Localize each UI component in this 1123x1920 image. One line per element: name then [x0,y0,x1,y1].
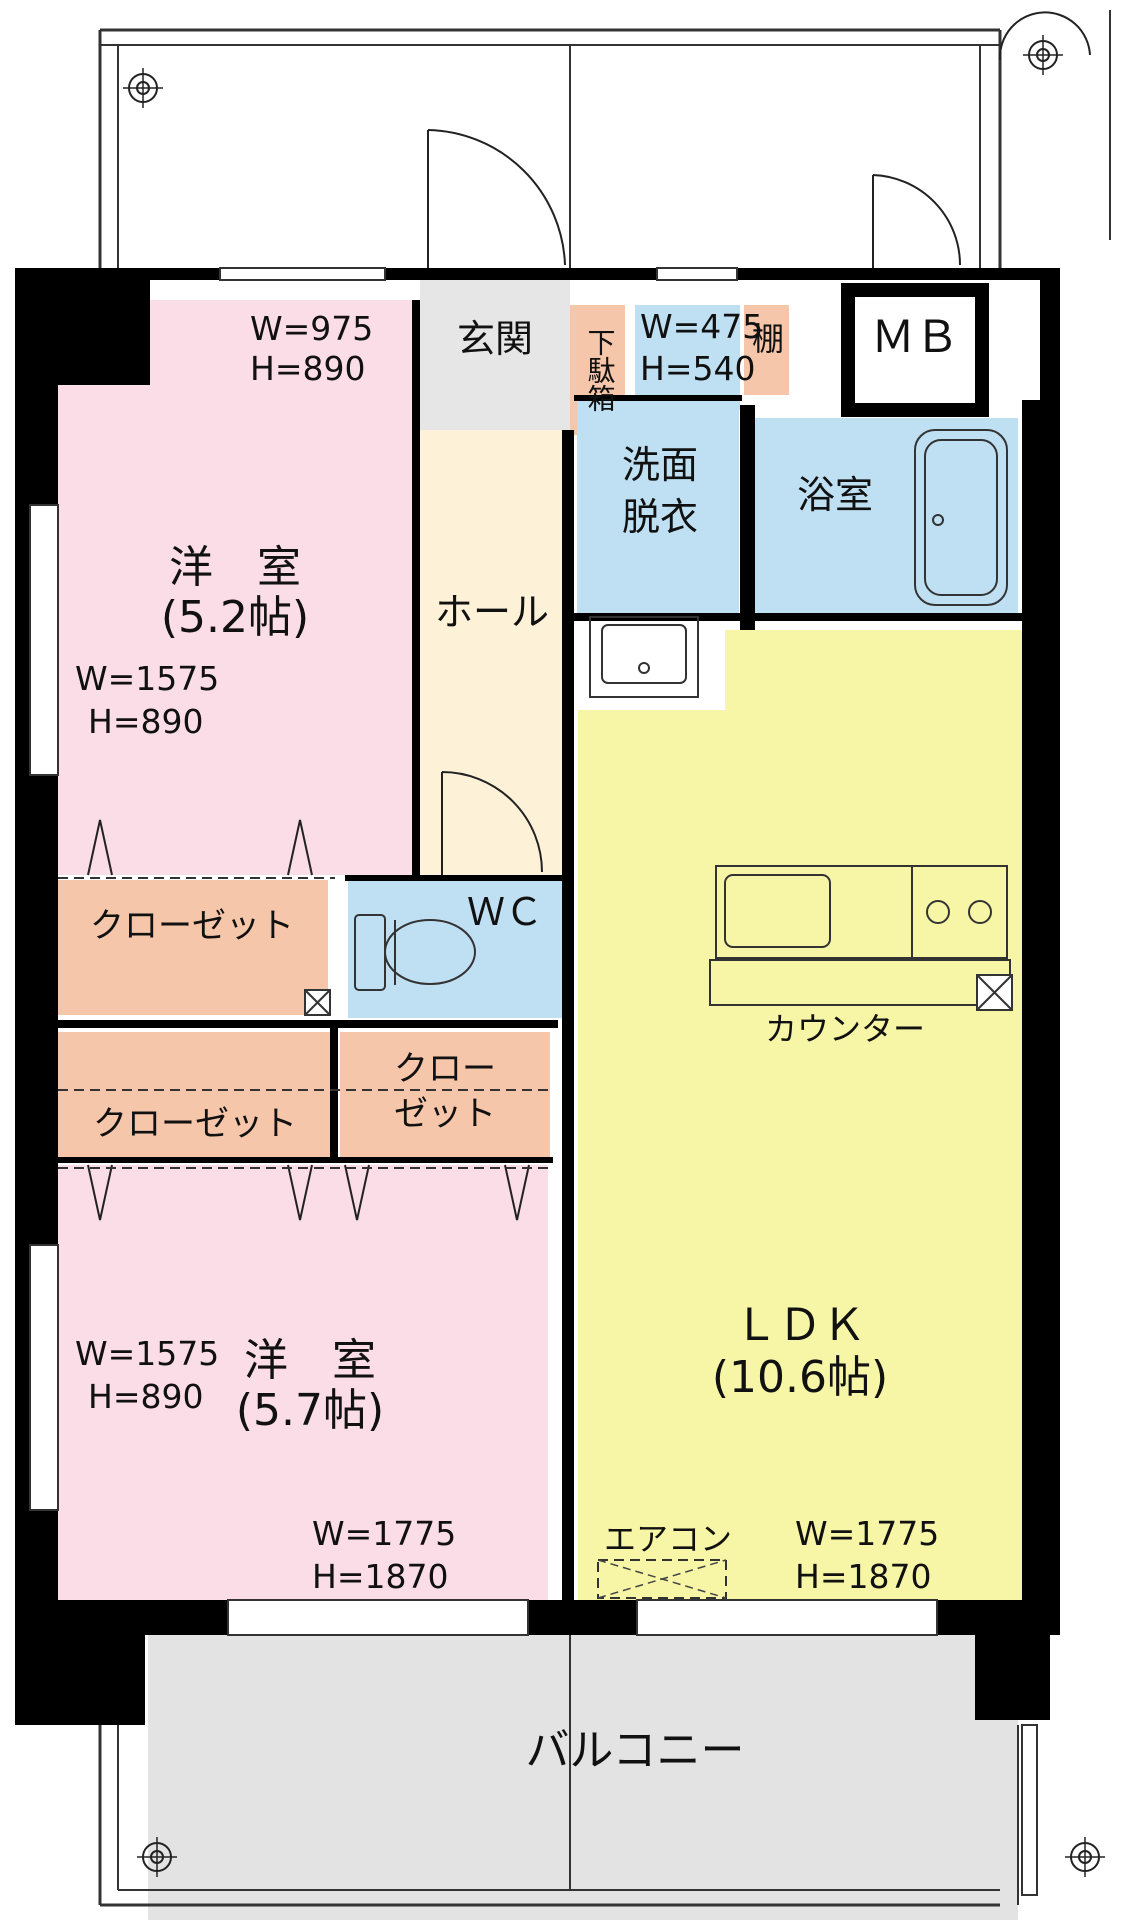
balcony-floor [148,1635,1018,1920]
wc-floor [348,880,563,1018]
bedroom2-size: (5.7帖) [236,1385,384,1436]
survey-mark-icon [137,1837,177,1877]
ldk-name: ＬＤＫ [734,1300,866,1351]
mb-label: ＭＢ [871,312,959,363]
shelf-floor [744,305,789,395]
windows [29,267,938,1636]
closet2-label: クローゼット [93,1104,297,1144]
aircon-outline [597,1559,727,1599]
ldk-window-h: H=1870 [795,1557,931,1596]
bath-label: 浴室 [797,473,873,517]
washroom-label-2: 脱衣 [622,495,698,539]
wash-window-box [635,305,740,410]
bedroom1-floor [58,300,412,875]
closet1-floor [58,880,328,1015]
ldk-floor [578,630,1022,1600]
bedroom1-top-window-h: H=890 [250,349,365,388]
stove-icon [911,865,1008,959]
bedroom1-name: 洋 室 [169,542,301,593]
ldk-window-w: W=1775 [795,1514,939,1553]
wash-window-h: H=540 [640,349,755,388]
survey-mark-icon [1023,35,1063,75]
balcony-rail [98,1635,1038,1907]
shoebox-label: 下駄箱 [584,328,617,412]
bathtub-icon [914,429,1008,606]
closet3-label-1: クロー [394,1049,496,1089]
washroom-floor [577,395,739,620]
closet1-label: クローゼット [90,906,294,946]
closet-doors [58,819,548,1221]
entrance-label: 玄関 [457,317,533,361]
entrance-floor [420,280,570,430]
hall-label: ホール [435,590,549,634]
bedroom2-bottom-window-h: H=1870 [312,1557,448,1596]
bedroom1-left-window-w: W=1575 [75,659,219,698]
closet2-floor [58,1032,330,1157]
ldk-size: (10.6帖) [712,1352,888,1403]
closet3-floor [340,1032,550,1157]
survey-mark-icon [1065,1837,1105,1877]
hall-floor [420,430,562,878]
bath-floor [755,418,1018,613]
wash-basin-icon [589,616,699,698]
entrance-door [427,129,566,270]
toilet-icon [354,914,476,991]
mb-door [872,174,961,268]
pipe-shaft-icon [304,974,1013,1016]
mb-box [841,283,989,417]
bedroom2-bottom-window-w: W=1775 [312,1514,456,1553]
wash-window-w: W=475 [640,307,763,346]
bedroom1-size: (5.2帖) [161,592,309,643]
bedroom2-left-window-h: H=890 [88,1377,203,1416]
bedroom2-left-window-w: W=1575 [75,1334,219,1373]
closet3-label-2: ゼット [394,1094,496,1134]
survey-mark-icon [123,68,163,108]
washroom-label-1: 洗面 [622,443,698,487]
bedroom1-left-window-h: H=890 [88,702,203,741]
bedroom1-top-window-w: W=975 [250,309,373,348]
aircon-label: エアコン [604,1520,732,1558]
top-corridor [98,10,1111,270]
shelf-label: 棚 [752,320,784,358]
counter-label: カウンター [765,1010,925,1048]
bedroom2-floor [58,1165,548,1600]
wc-door [441,771,543,875]
bedroom2-name: 洋 室 [244,1335,376,1386]
balcony-label: バルコニー [525,1725,744,1776]
wc-label: ＷＣ [467,890,543,934]
